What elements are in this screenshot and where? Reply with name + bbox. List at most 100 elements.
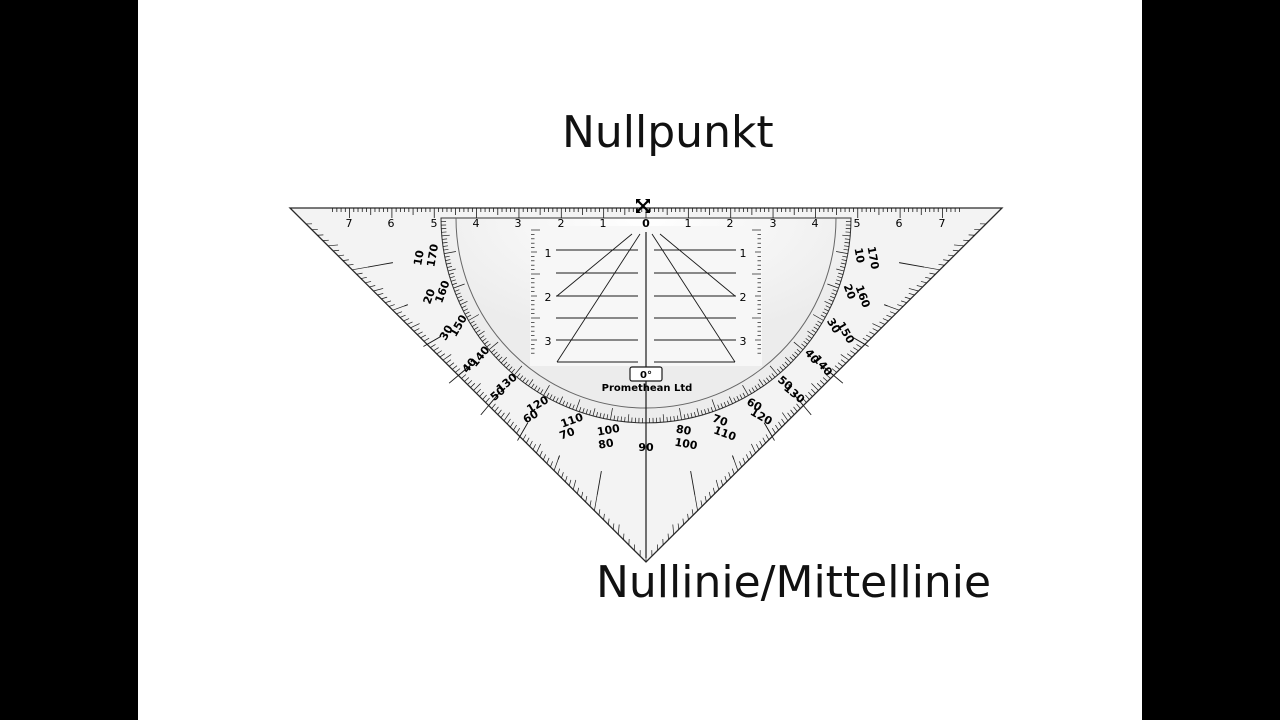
edge-tick — [819, 380, 825, 385]
edge-tick — [347, 263, 354, 266]
edge-tick — [781, 418, 786, 425]
edge-tick — [749, 450, 753, 457]
side-number: 2 — [740, 291, 747, 304]
radial-guide — [850, 335, 869, 347]
edge-tick — [572, 479, 577, 490]
arc-tick — [793, 341, 804, 351]
arc-tick — [562, 400, 565, 406]
arc-tick — [834, 282, 840, 286]
arc-tick — [617, 416, 619, 422]
arc-tick — [696, 408, 700, 417]
arc-tick — [733, 397, 737, 403]
edge-tick — [853, 347, 859, 352]
edge-tick — [728, 472, 731, 479]
radial-guide — [884, 304, 888, 307]
edge-tick — [825, 374, 831, 379]
arc-tick — [769, 365, 779, 376]
arc-tick — [758, 379, 764, 387]
zero-line-label: Nullinie/Mittellinie — [596, 557, 992, 608]
arc-tick — [447, 268, 456, 272]
arc-tick — [843, 248, 849, 251]
arc-tick — [840, 262, 846, 265]
arc-tick — [454, 289, 460, 292]
ruler-number: 4 — [473, 217, 480, 230]
arc-tick — [666, 416, 668, 422]
arc-tick — [801, 343, 806, 348]
radial-guide — [690, 471, 696, 496]
protractor-inner-number: 20 — [841, 282, 859, 301]
edge-tick — [856, 344, 862, 348]
edge-tick — [532, 444, 536, 450]
edge-tick — [731, 468, 735, 475]
radial-guide — [821, 364, 844, 384]
edge-tick — [522, 434, 527, 440]
edge-tick — [790, 409, 795, 415]
edge-tick — [439, 353, 446, 358]
arc-tick — [452, 282, 458, 286]
arc-tick — [831, 292, 837, 296]
arc-tick — [516, 373, 521, 378]
arc-tick — [805, 338, 810, 342]
ruler-number: 7 — [346, 217, 353, 230]
arc-tick — [817, 320, 822, 324]
edge-tick — [377, 293, 384, 296]
edge-tick — [617, 524, 620, 535]
protractor-inner-number: 70 — [711, 412, 730, 430]
edge-tick — [485, 397, 490, 403]
arc-tick — [453, 283, 465, 289]
arc-tick — [748, 389, 752, 394]
arc-tick — [491, 348, 496, 353]
arc-tick — [720, 403, 724, 409]
edge-tick — [417, 331, 423, 335]
arc-tick — [723, 401, 727, 407]
edge-tick — [436, 350, 442, 355]
arc-tick — [479, 335, 485, 339]
edge-tick — [369, 285, 376, 288]
edge-tick — [328, 244, 339, 247]
arc-tick — [473, 326, 479, 330]
diagonal-guide — [556, 233, 633, 297]
arc-tick — [565, 401, 569, 407]
arc-tick — [687, 413, 689, 419]
arc-tick — [766, 377, 770, 382]
arc-tick — [676, 415, 679, 421]
edge-tick — [869, 331, 875, 335]
edge-tick — [840, 354, 850, 361]
edge-tick — [542, 454, 546, 461]
arc-tick — [825, 305, 831, 309]
edge-tick — [473, 383, 481, 391]
arc-tick — [596, 411, 598, 417]
edge-tick — [500, 412, 505, 418]
edge-tick — [403, 318, 410, 322]
arc-tick — [794, 351, 799, 356]
edge-tick — [802, 397, 807, 403]
arc-tick — [468, 314, 480, 321]
edge-tick — [589, 500, 592, 507]
edge-tick — [846, 353, 853, 358]
arc-tick — [582, 408, 585, 414]
edge-tick — [333, 249, 340, 252]
edge-tick — [406, 321, 413, 325]
arc-tick — [836, 251, 848, 254]
arc-tick — [549, 394, 553, 400]
radial-guide — [792, 392, 812, 416]
edge-tick — [682, 518, 684, 525]
move-cursor-icon[interactable] — [635, 198, 651, 214]
protractor-inner-number: 100 — [596, 422, 621, 439]
edge-tick — [672, 524, 675, 535]
edge-tick — [796, 403, 801, 409]
edge-tick — [509, 421, 514, 428]
protractor-inner-number: 170 — [424, 243, 441, 268]
edge-tick — [811, 388, 816, 394]
arc-tick — [620, 416, 622, 422]
edge-tick — [840, 359, 847, 364]
radial-guide — [423, 335, 442, 347]
arc-tick — [572, 404, 575, 410]
edge-tick — [715, 479, 720, 490]
edge-tick — [872, 328, 879, 332]
radial-guide — [899, 262, 925, 268]
edge-tick — [388, 304, 395, 307]
arc-tick — [844, 242, 850, 244]
edge-tick — [837, 362, 844, 367]
edge-tick — [612, 523, 615, 530]
